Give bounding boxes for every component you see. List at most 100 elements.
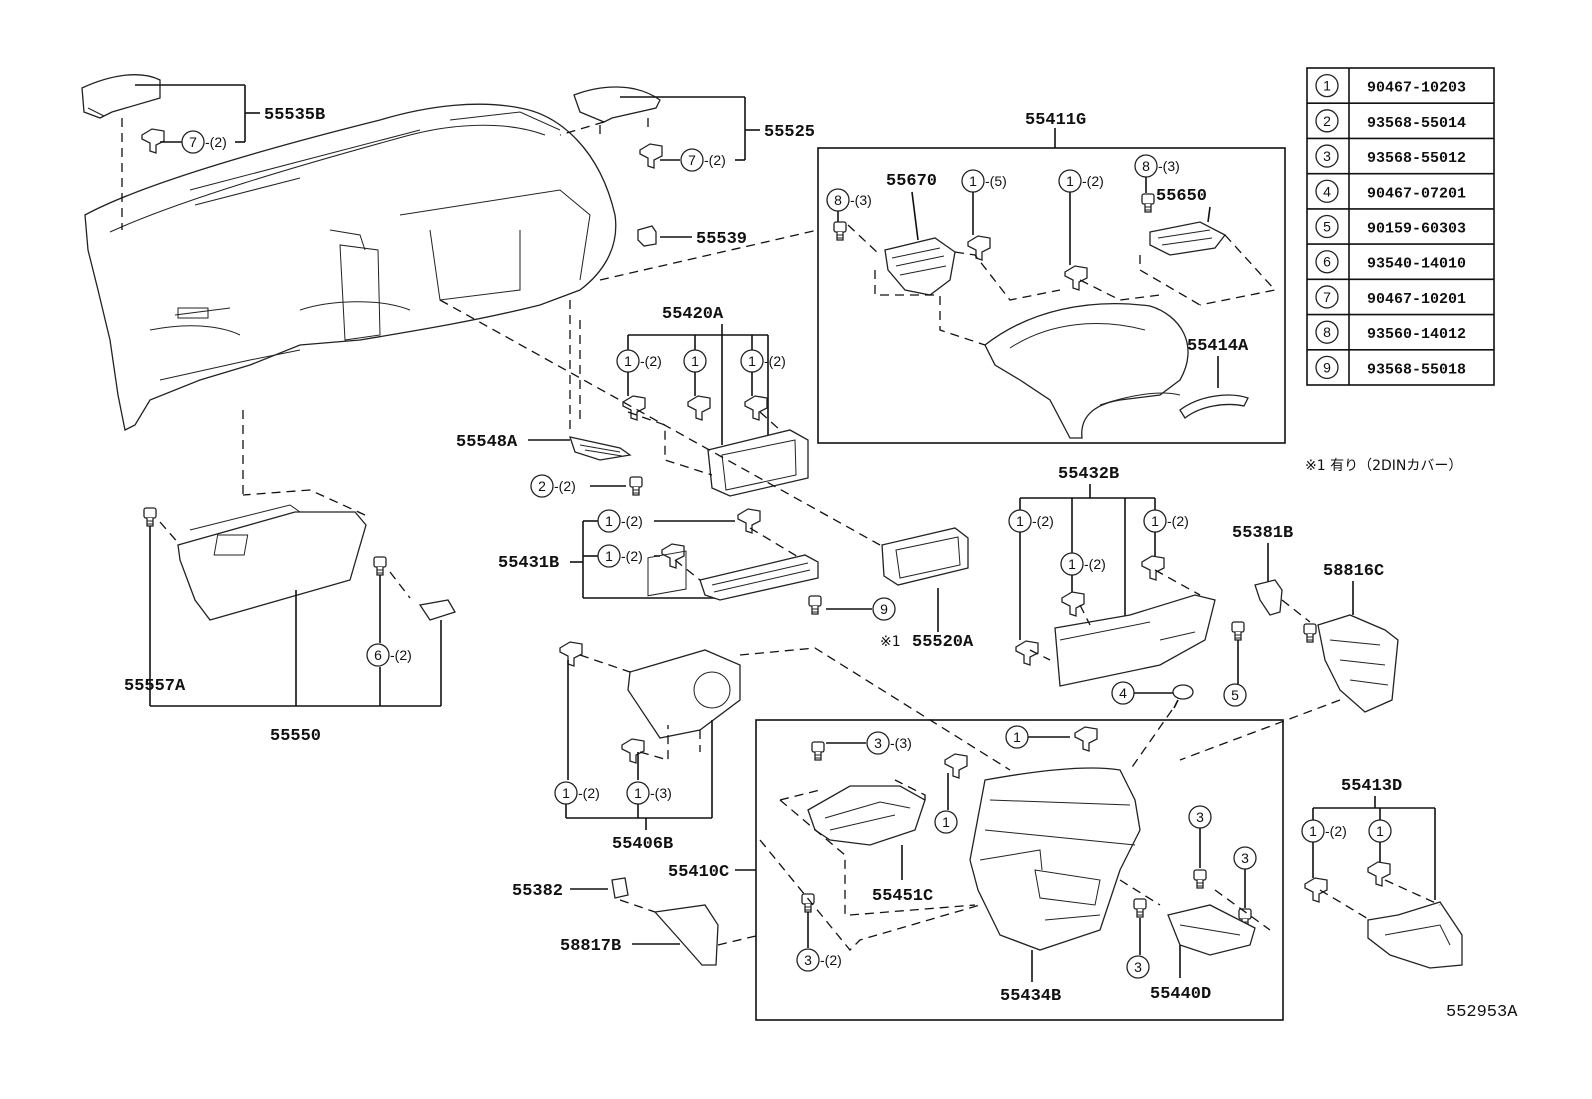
table-row-number-circle [1315,285,1339,309]
part-55535B: 7 -(2) 55535B [81,74,325,230]
group-55550: 6 -(2) 55557A 55550 [124,410,456,746]
table-row-number-circle [1315,250,1339,274]
part-label-55557A: 55557A [124,677,186,696]
qty-label: -(3) [890,735,912,751]
ref-8-label: 8 [1142,158,1150,174]
group-55413D: 55413D 1 -(2) 1 [1301,777,1463,969]
qty-label: -(2) [764,353,786,369]
table-row-number-circle [1315,109,1339,133]
ref-4-label: 4 [1119,685,1127,701]
part-label-55670: 55670 [886,172,937,191]
part-label-55414A: 55414A [1187,337,1249,356]
qty-label: -(2) [205,134,227,150]
table-row-part-number: 93560-14012 [1367,326,1466,343]
ref-7-label: 7 [688,152,696,168]
ref-1-label: 1 [624,353,632,369]
table-row-number: 7 [1323,289,1331,305]
group-55410C: 55410C 3 -(3) 1 1 55451C 55434B 3 -(2) [668,719,1284,1021]
table-row-part-number: 93540-14010 [1367,256,1466,273]
part-label-55548A: 55548A [456,433,518,452]
part-label-55382: 55382 [512,882,563,901]
table-row-number-circle [1315,355,1339,380]
qty-label: -(2) [578,785,600,801]
part-label-55440D: 55440D [1150,985,1211,1004]
part-label-55411G: 55411G [1025,111,1086,130]
ref-1-label: 1 [1068,556,1076,572]
ref-3-label: 3 [804,952,812,968]
part-label-55539: 55539 [696,230,747,249]
part-label-55413D: 55413D [1341,777,1402,796]
table-row-number-circle [1315,179,1339,203]
part-label-55431B: 55431B [498,554,559,573]
table-row-part-number: 90467-10203 [1367,80,1466,97]
table-row-part-number: 93568-55014 [1367,115,1466,132]
ref-8-label: 8 [834,192,842,208]
table-note: ※1 有り（2DINカバー） [1305,458,1462,474]
ref-5-label: 5 [1231,687,1239,703]
qty-label: -(3) [850,192,872,208]
part-label-55410C: 55410C [668,863,729,882]
part-58817B: 58817B [560,899,761,966]
group-55431B: 55431B 1 -(2) 1 -(2) 9 [498,508,896,621]
part-label-55525: 55525 [764,123,815,142]
ref-7-circle [680,148,704,172]
table-row-number: 5 [1323,219,1331,235]
table-row-number: 1 [1323,78,1331,94]
ref-3-label: 3 [874,735,882,751]
part-55539: 55539 [637,225,747,249]
instrument-panel-illustration [84,103,617,431]
ref-1-label: 1 [1309,823,1317,839]
qty-label: -(2) [621,548,643,564]
ref-1-label: 1 [969,173,977,189]
ref-1-label: 1 [691,353,699,369]
ref-7-label: 7 [189,134,197,150]
ref-1-label: 1 [1376,823,1384,839]
table-row-number-circle [1315,320,1339,344]
ref-1-label: 1 [562,785,570,801]
fastener-part-table: 1 90467-10203 2 93568-55014 3 93568-55012 4 904… [1306,67,1495,386]
part-58816C: 58816C [1179,562,1399,761]
qty-label: -(5) [985,173,1007,189]
table-row-number: 3 [1323,148,1331,164]
diagram-id: 552953A [1446,1003,1518,1022]
table-row-number: 8 [1323,324,1331,340]
qty-label: -(2) [1325,823,1347,839]
part-label-55550: 55550 [270,727,321,746]
ref-1-label: 1 [1151,513,1159,529]
ref-1-label: 1 [748,353,756,369]
table-row-number-circle [1315,214,1339,239]
qty-label: -(3) [1158,158,1180,174]
ref-1-label: 1 [1016,513,1024,529]
qty-label: -(2) [1084,556,1106,572]
part-label-55434B: 55434B [1000,987,1061,1006]
qty-label: -(2) [1032,513,1054,529]
qty-label: -(2) [704,152,726,168]
group-55432B: 55432B 1 -(2) 1 -(2) 1 -(2) [1008,465,1216,687]
ref-7-circle [181,130,205,154]
ref-1-label: 1 [634,785,642,801]
part-label-55520A: 55520A [912,633,974,652]
ref-1-label: 1 [605,513,613,529]
ref-1-label: 1 [1013,729,1021,745]
qty-label: -(2) [554,478,576,494]
part-55520A: ※1 55520A [439,299,974,652]
table-row-part-number: 90467-10201 [1367,291,1466,308]
qty-label: -(3) [650,785,672,801]
qty-label: -(2) [621,513,643,529]
part-label-55381B: 55381B [1232,524,1293,543]
qty-label: -(2) [1167,513,1189,529]
part-label-58816C: 58816C [1323,562,1384,581]
group-55411G: 55411G 8 -(3) 55670 1 -(5) 1 -(2) 8 -(3)… [817,111,1286,444]
ref-3-label: 3 [1196,809,1204,825]
part-label-55535B: 55535B [264,106,325,125]
table-row-part-number: 93568-55012 [1367,150,1466,167]
table-row-number: 4 [1323,183,1331,199]
table-row-number-circle [1315,73,1339,98]
table-row-number: 2 [1323,113,1331,129]
ref-1-label: 1 [1066,173,1074,189]
ref-9-label: 9 [880,601,888,617]
table-row-part-number: 93568-55018 [1367,361,1466,378]
part-55548A: 55548A 2 -(2) [456,300,643,498]
ref-6-label: 6 [374,647,382,663]
table-row-part-number: 90467-07201 [1367,185,1466,202]
